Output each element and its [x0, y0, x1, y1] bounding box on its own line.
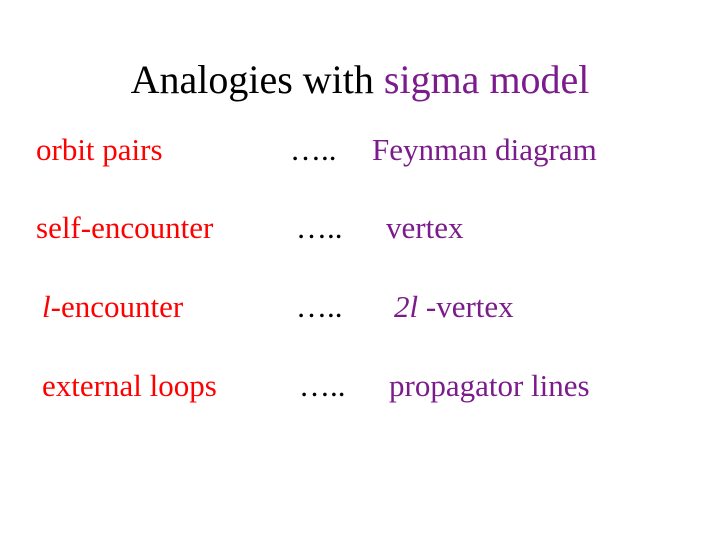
- row-2-left: self-encounter: [36, 210, 214, 245]
- row-3-left-italic: l: [42, 289, 51, 324]
- row-3-left: l-encounter: [42, 288, 183, 326]
- row-1-dots: …..: [290, 132, 337, 167]
- title-part-analogies: Analogies with: [130, 57, 384, 102]
- title-part-sigma-model: sigma model: [383, 57, 590, 102]
- slide-title: Analogies with sigma model: [0, 56, 720, 104]
- row-3-right-rest: -vertex: [418, 289, 514, 324]
- row-2-dots: …..: [296, 210, 343, 245]
- row-3-dots: …..: [296, 289, 343, 324]
- row-1-right: Feynman diagram: [372, 132, 597, 167]
- row-4-right: propagator lines: [389, 368, 590, 403]
- row-1-left: orbit pairs: [36, 132, 163, 167]
- row-3-right: 2l -vertex: [394, 288, 514, 326]
- row-3-left-rest: -encounter: [50, 289, 184, 324]
- row-3-right-italic: 2l: [394, 289, 419, 324]
- row-4-dots: …..: [299, 368, 346, 403]
- row-2-right: vertex: [386, 210, 464, 245]
- row-4-left: external loops: [42, 368, 217, 403]
